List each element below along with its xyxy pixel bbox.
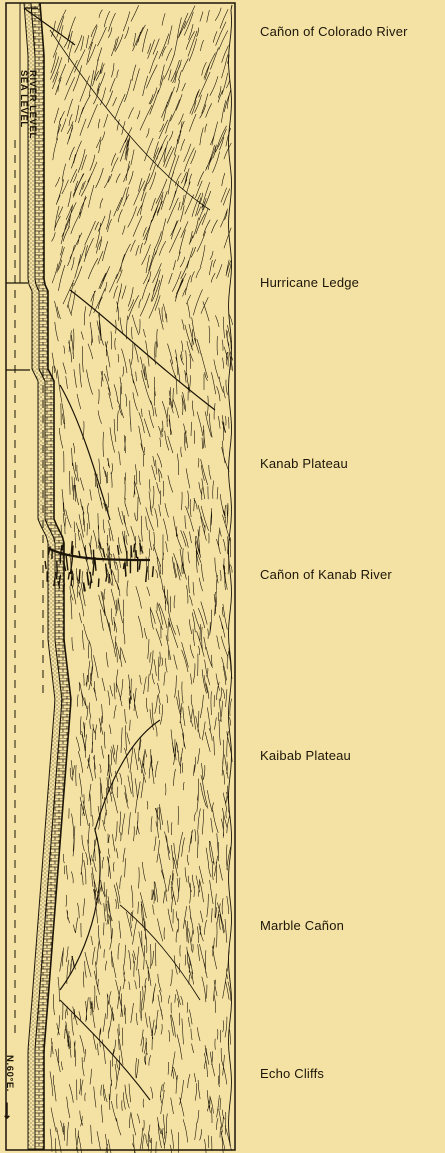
direction-label: N.60°E. — [4, 1055, 15, 1092]
section-compartments — [6, 3, 30, 370]
label-marble-canon: Marble Cañon — [260, 918, 344, 933]
label-echo-cliffs: Echo Cliffs — [260, 1066, 324, 1081]
label-kaibab-plateau: Kaibab Plateau — [260, 748, 351, 763]
terrain-hatching — [50, 5, 233, 1153]
label-kanab-plateau: Kanab Plateau — [260, 456, 348, 471]
label-canon-of-kanab-river: Cañon of Kanab River — [260, 567, 392, 582]
sea-level-label: SEA LEVEL — [18, 70, 29, 128]
label-hurricane-ledge: Hurricane Ledge — [260, 275, 359, 290]
label-canon-of-colorado-river: Cañon of Colorado River — [260, 24, 408, 39]
direction-arrow-icon: ⟶ — [0, 1102, 14, 1120]
